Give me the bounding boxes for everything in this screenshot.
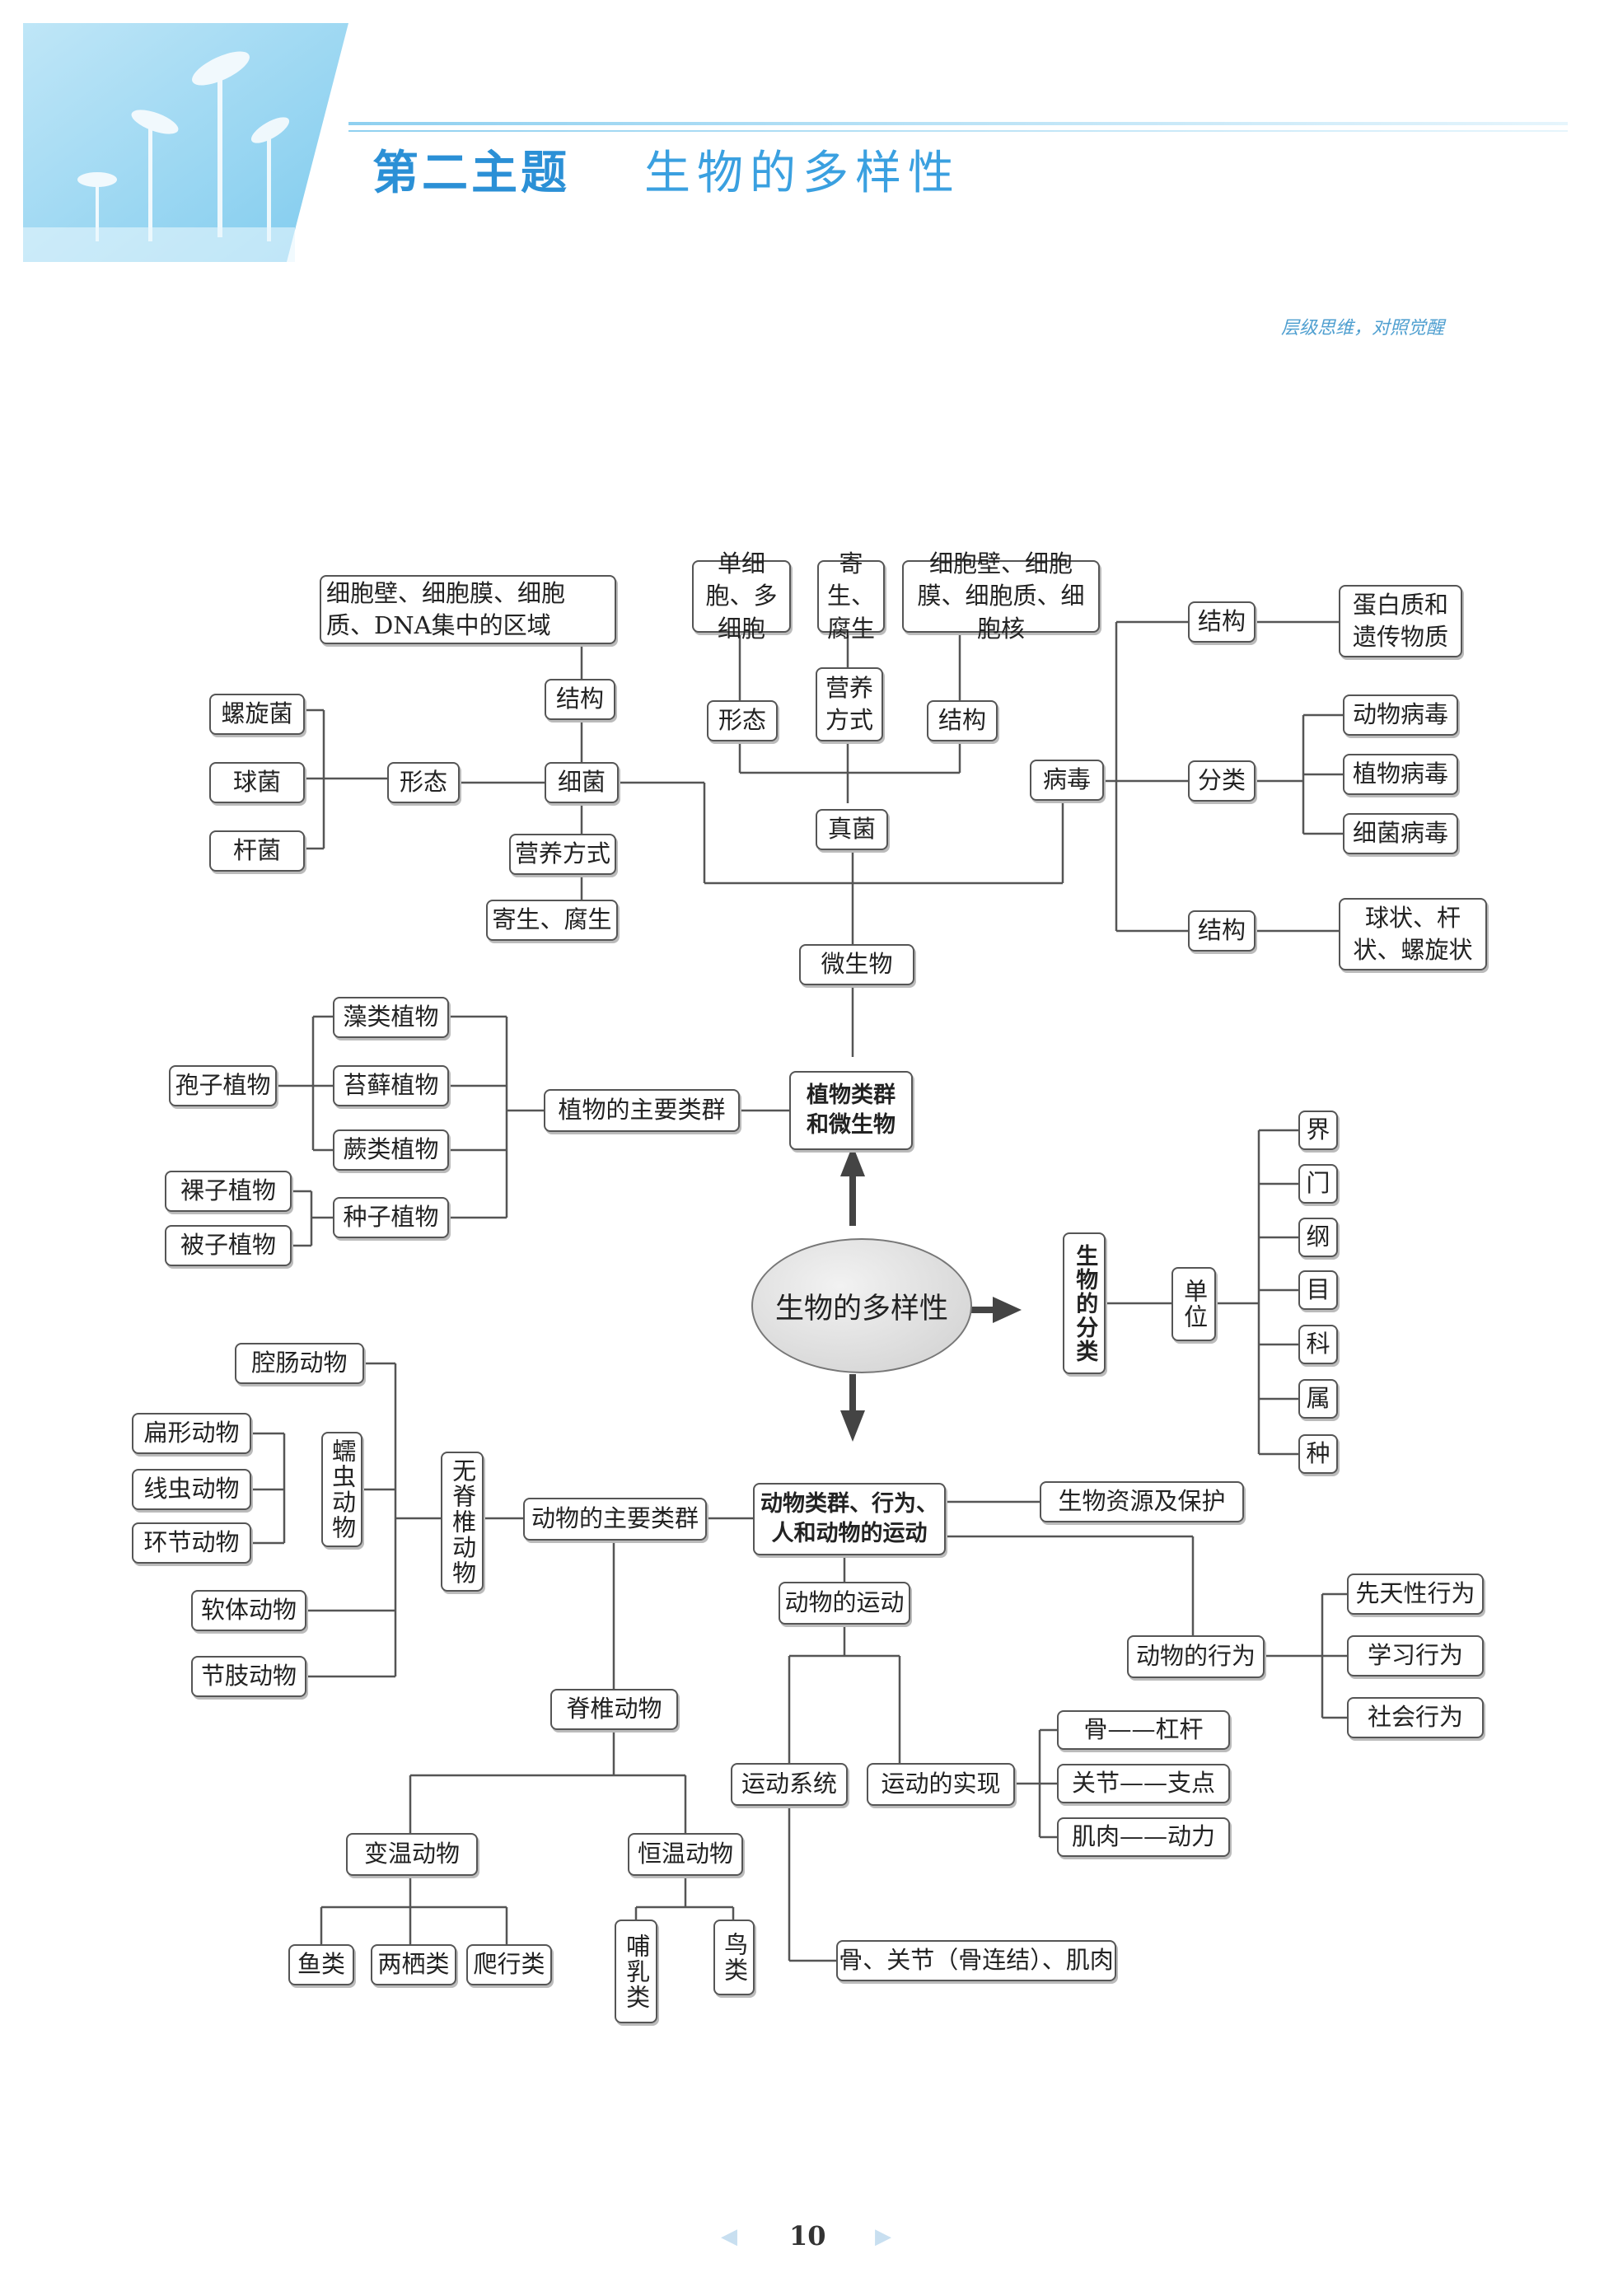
node-bacteria: 细菌: [545, 762, 619, 803]
section-tag: 课标导航 · 大概念: [634, 315, 918, 353]
node-virus-class: 分类: [1188, 760, 1256, 802]
node-mammal: 哺乳类: [615, 1920, 657, 2023]
node-virus-form-detail: 球状、杆状、螺旋状: [1339, 898, 1487, 970]
node-microbes: 微生物: [799, 944, 914, 985]
node-rank-family: 科: [1298, 1325, 1338, 1364]
page-title-main: 第二主题: [372, 147, 570, 200]
node-shape-rod: 杆菌: [209, 830, 305, 872]
node-bacteria-nutrition: 营养方式: [509, 834, 616, 875]
node-resources: 生物资源及保护: [1040, 1481, 1244, 1522]
node-bird: 鸟类: [713, 1920, 755, 1995]
node-shape-sphere: 球菌: [209, 762, 305, 803]
node-muscle-power: 肌肉——动力: [1057, 1817, 1230, 1857]
node-bone-lever: 骨——杠杆: [1057, 1710, 1230, 1750]
node-classification: 生物的分类: [1063, 1232, 1106, 1374]
node-movement-system: 运动系统: [731, 1763, 848, 1806]
node-plant-algae: 藻类植物: [333, 997, 449, 1038]
node-reptile: 爬行类: [466, 1944, 552, 1985]
node-arthropod: 节肢动物: [191, 1656, 306, 1697]
page-number: 10: [789, 2220, 826, 2252]
node-invertebrate: 无脊椎动物: [441, 1452, 484, 1592]
node-joint-pivot: 关节——支点: [1057, 1764, 1230, 1803]
node-rank-genus: 属: [1298, 1379, 1338, 1419]
node-plants-microbes: 植物类群和微生物: [789, 1071, 913, 1150]
node-animals: 动物类群、行为、人和动物的运动: [753, 1483, 946, 1555]
node-virus-form: 结构: [1188, 910, 1256, 952]
central-topic: 生物的多样性: [751, 1238, 972, 1373]
node-coelenterate: 腔肠动物: [235, 1343, 364, 1384]
node-cold-blooded: 变温动物: [346, 1833, 478, 1876]
node-virus: 病毒: [1030, 760, 1104, 801]
node-vertebrate: 脊椎动物: [550, 1689, 678, 1730]
node-plant-moss: 苔藓植物: [333, 1065, 449, 1106]
node-warm-blooded: 恒温动物: [628, 1833, 743, 1876]
node-movement: 动物的运动: [779, 1582, 910, 1625]
node-movement-system-detail: 骨、关节（骨连结）、肌肉: [836, 1940, 1116, 1981]
node-virus-bacteria: 细菌病毒: [1343, 813, 1458, 854]
node-bacteria-nutrition-detail: 寄生、腐生: [486, 900, 618, 941]
node-rank-class: 纲: [1298, 1218, 1338, 1257]
node-fungi-nutrition: 营养方式: [816, 667, 883, 741]
header-banner: [23, 23, 1568, 262]
node-virus-structure-detail: 蛋白质和遗传物质: [1339, 585, 1462, 657]
prev-page-arrow-icon: ◀: [721, 2224, 737, 2249]
node-innate-behavior: 先天性行为: [1347, 1574, 1484, 1615]
node-behavior: 动物的行为: [1127, 1635, 1265, 1678]
node-shape-spiral: 螺旋菌: [209, 694, 305, 735]
node-fungi-nutrition-detail: 寄生、腐生: [817, 549, 885, 643]
node-social-behavior: 社会行为: [1347, 1697, 1484, 1738]
node-animal-main-groups: 动物的主要类群: [523, 1498, 707, 1541]
node-fungi-shape-detail: 单细胞、多细胞: [692, 549, 791, 643]
node-plant-gymnosperm: 裸子植物: [165, 1171, 292, 1212]
node-annelid: 环节动物: [132, 1522, 251, 1564]
node-rank-species: 种: [1298, 1434, 1338, 1474]
node-fungi: 真菌: [816, 809, 888, 850]
node-worms: 蠕虫动物: [321, 1432, 362, 1547]
node-learned-behavior: 学习行为: [1347, 1635, 1484, 1676]
node-virus-plant: 植物病毒: [1343, 754, 1458, 795]
node-rank-kingdom: 界: [1298, 1111, 1338, 1150]
node-plant-angiosperm: 被子植物: [165, 1225, 292, 1266]
node-fungi-shape: 形态: [707, 700, 778, 741]
node-fungi-structure-detail: 细胞壁、细胞膜、细胞质、细胞核: [902, 549, 1100, 643]
node-mollusc: 软体动物: [191, 1590, 306, 1631]
node-plant-spore: 孢子植物: [169, 1065, 277, 1106]
node-bacteria-structure: 结构: [545, 679, 615, 720]
node-plant-seed: 种子植物: [333, 1197, 449, 1238]
node-fish: 鱼类: [288, 1944, 354, 1985]
node-amphibian: 两栖类: [371, 1944, 456, 1985]
next-page-arrow-icon: ▶: [875, 2224, 891, 2249]
node-rank-order: 目: [1298, 1270, 1338, 1310]
node-nematode: 线虫动物: [132, 1469, 251, 1510]
node-virus-animal: 动物病毒: [1343, 694, 1458, 736]
node-fungi-structure: 结构: [927, 700, 998, 741]
node-plant-main-groups: 植物的主要类群: [544, 1089, 740, 1132]
node-movement-realization: 运动的实现: [867, 1763, 1015, 1806]
node-virus-structure: 结构: [1188, 601, 1256, 643]
node-flatworm: 扁形动物: [132, 1413, 251, 1454]
node-plant-fern: 蕨类植物: [333, 1129, 449, 1171]
node-bacteria-structure-detail: 细胞壁、细胞膜、细胞质、DNA集中的区域: [320, 575, 616, 644]
node-taxonomy-unit: 单位: [1171, 1267, 1216, 1341]
section-note: 层级思维，对照觉醒: [1281, 318, 1445, 339]
node-rank-phylum: 门: [1298, 1164, 1338, 1204]
node-bacteria-shape: 形态: [387, 762, 460, 803]
page-title-sub: 生物的多样性: [644, 147, 961, 200]
